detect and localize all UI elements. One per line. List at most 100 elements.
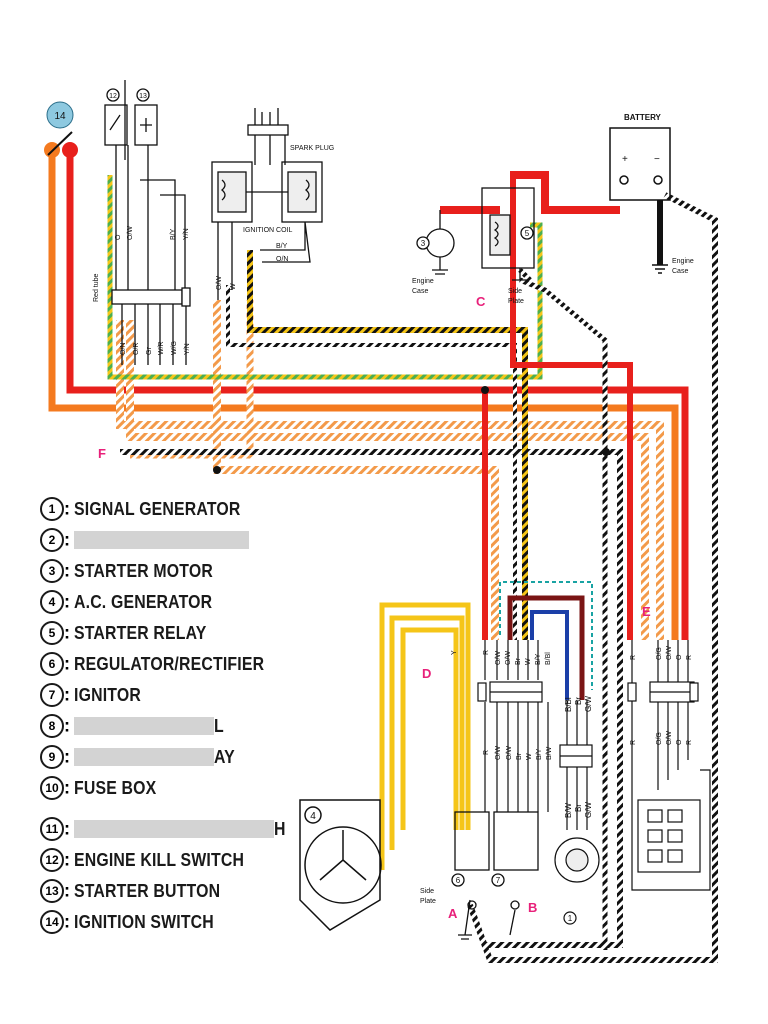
side-plate-top-2: Plate — [508, 298, 524, 305]
regulator-box — [454, 811, 490, 871]
green-yellow-wire — [107, 175, 543, 380]
svg-text:B/W: B/W — [546, 746, 553, 760]
legend-number: 7 — [40, 683, 64, 707]
svg-text:B/Y: B/Y — [536, 748, 543, 760]
svg-text:Y/N: Y/N — [184, 343, 191, 355]
sig-1-label: 1 — [568, 914, 573, 923]
legend-text: STARTER BUTTON — [74, 880, 221, 901]
legend-text: A.C. GENERATOR — [74, 591, 213, 612]
cyan-dashed-outline — [499, 581, 593, 690]
redacted-block — [74, 717, 215, 735]
fuse-box — [627, 640, 711, 891]
svg-text:O/W: O/W — [506, 746, 513, 760]
ac-generator — [299, 799, 382, 931]
engine-case-right-2: Case — [672, 268, 688, 275]
legend-item-12: 12: ENGINE KILL SWITCH — [40, 848, 268, 874]
svg-text:W: W — [525, 658, 532, 665]
blue-wire — [530, 610, 569, 700]
starter-button-box — [134, 104, 158, 146]
svg-text:O/W: O/W — [495, 746, 502, 760]
svg-text:Br: Br — [515, 657, 522, 665]
kill-switch-box — [104, 104, 128, 146]
red-wire-main — [66, 150, 689, 640]
legend-item-13: 13: STARTER BUTTON — [40, 879, 241, 905]
legend-number: 1 — [40, 497, 64, 521]
relay-5-label: 5 — [525, 229, 530, 238]
marker-e: E — [642, 604, 651, 619]
regulator-ignitor — [451, 811, 539, 940]
signal-connector — [554, 700, 600, 925]
svg-text:O: O — [676, 739, 683, 745]
legend-number: 11 — [40, 817, 64, 841]
legend-item-8: 8: L — [40, 714, 226, 740]
spark-plug-label: SPARK PLUG — [290, 145, 334, 152]
svg-text:B/W: B/W — [564, 802, 573, 818]
gen-4-label: 4 — [310, 811, 316, 822]
legend-number: 9 — [40, 745, 64, 769]
svg-text:R: R — [686, 740, 693, 745]
legend-number: 2 — [40, 528, 64, 552]
junction-dot — [481, 386, 489, 394]
legend-text: SIGNAL GENERATOR — [74, 498, 241, 519]
coil-wire-codes: O/W W — [216, 276, 237, 290]
legend-number: 14 — [40, 910, 64, 934]
svg-text:Y: Y — [451, 650, 458, 655]
yellow-wire-2 — [389, 615, 465, 850]
svg-text:O/G: O/G — [656, 647, 663, 660]
switch-terminal-red — [62, 142, 78, 158]
legend-item-9: 9: AY — [40, 745, 238, 771]
signal-badge — [563, 911, 577, 925]
unit-7-label: 7 — [496, 876, 501, 885]
marker-d: D — [422, 666, 431, 681]
legend-text: H — [274, 818, 287, 839]
black-hatch-wire-f — [120, 449, 623, 948]
svg-text:Br: Br — [516, 752, 523, 760]
yellow-black-wire — [247, 250, 528, 640]
junction-dot — [602, 448, 610, 456]
svg-text:O/W: O/W — [505, 651, 512, 665]
relay-badge — [520, 226, 534, 240]
svg-text:O/G: O/G — [656, 732, 663, 745]
ac-gen-badge — [304, 806, 322, 824]
starter-3-label: 3 — [421, 239, 426, 248]
ignitor-box — [493, 811, 539, 871]
side-plate-bottom-1: Side — [420, 888, 434, 895]
legend-item-2: 2: — [40, 528, 250, 554]
legend-item-7: 7: IGNITOR — [40, 683, 151, 709]
unit-6-label: 6 — [456, 876, 461, 885]
starter-badge — [416, 236, 430, 250]
svg-text:+: + — [622, 154, 628, 165]
legend-text: FUSE BOX — [74, 777, 157, 798]
svg-text:Y/N: Y/N — [183, 228, 190, 240]
legend-number: 8 — [40, 714, 64, 738]
legend-number: 4 — [40, 590, 64, 614]
engine-case-left-1: Engine — [412, 278, 434, 285]
svg-text:G/W: G/W — [584, 802, 593, 818]
legend-item-5: 5: STARTER RELAY — [40, 621, 225, 647]
black-white-wire — [226, 285, 517, 640]
switch-13-badge — [136, 88, 150, 102]
legend-text: STARTER MOTOR — [74, 560, 214, 581]
svg-text:W: W — [526, 753, 533, 760]
svg-text:R: R — [630, 740, 637, 745]
svg-text:O/N: O/N — [120, 343, 127, 355]
switch-wire-codes-bottom: O/N O/R Gr W/R W/G Y/N — [120, 341, 191, 355]
legend-item-6: 6: REGULATOR/RECTIFIER — [40, 652, 291, 678]
starter-motor — [416, 210, 455, 275]
legend-text: REGULATOR/RECTIFIER — [74, 653, 265, 674]
svg-text:O: O — [676, 654, 683, 660]
svg-text:G/W: G/W — [584, 696, 593, 712]
black-hatch-wire-ground — [467, 192, 718, 963]
legend-number: 13 — [40, 879, 64, 903]
engine-case-left-2: Case — [412, 288, 428, 295]
legend-item-11: 11: H — [40, 817, 288, 843]
svg-text:R: R — [686, 655, 693, 660]
orange-hatch-wire-3 — [213, 300, 499, 640]
svg-text:R: R — [483, 750, 490, 755]
spark-plug-cap — [247, 124, 289, 136]
redacted-block — [74, 748, 215, 766]
black-hatch-wire-relay — [519, 277, 608, 950]
legend-item-4: 4: A.C. GENERATOR — [40, 590, 232, 616]
svg-text:O/W: O/W — [127, 226, 134, 240]
